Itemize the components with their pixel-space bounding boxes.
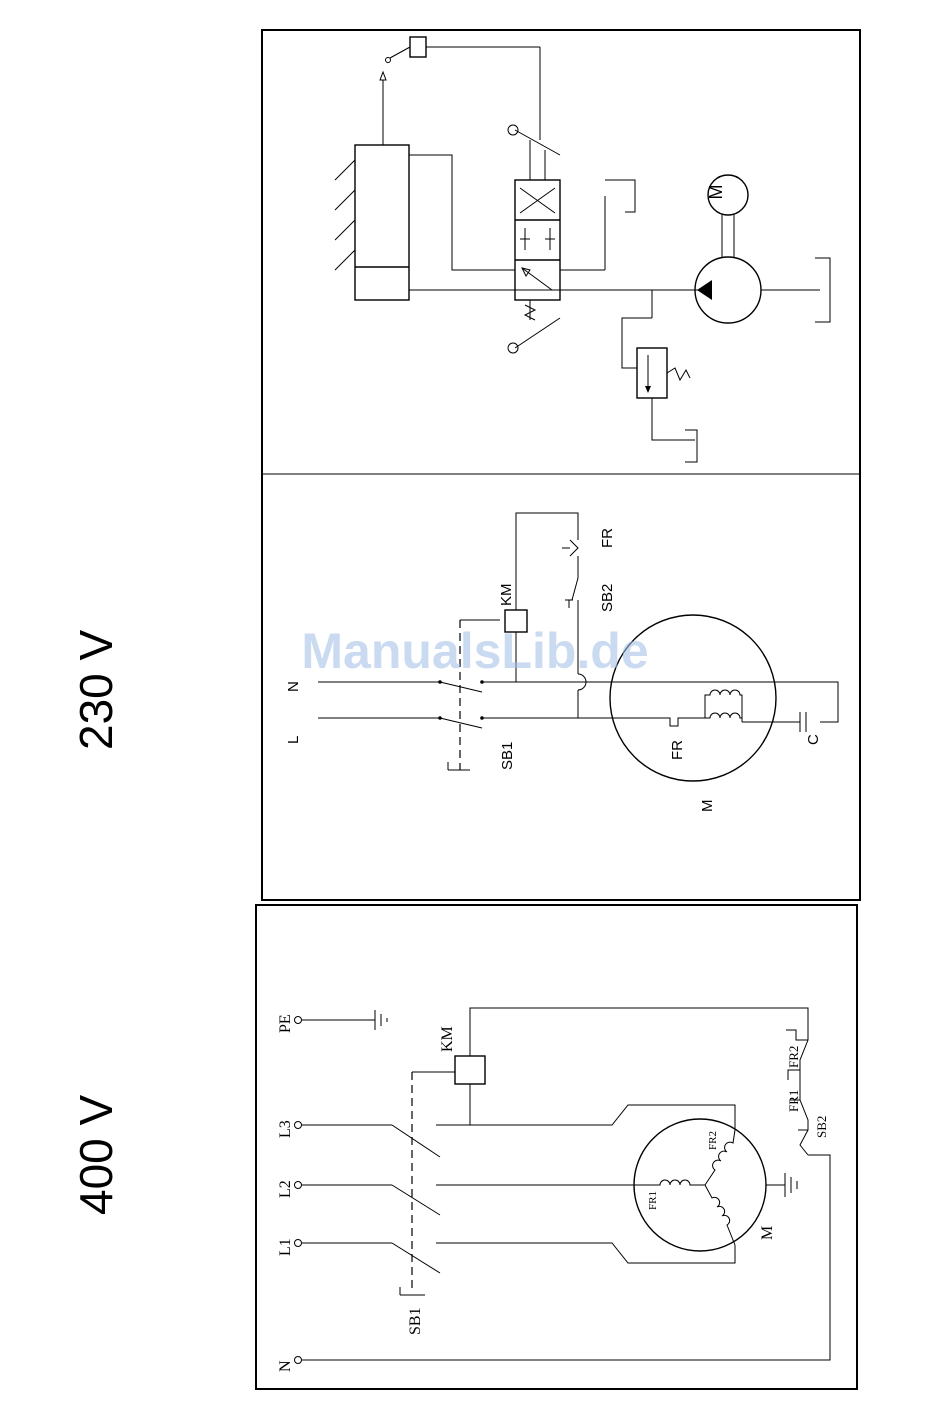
- hydraulic-cylinder: [355, 145, 409, 300]
- label-230-C: C: [805, 734, 822, 745]
- terminal-pe: [295, 1017, 302, 1024]
- terminal-n: [295, 1357, 302, 1364]
- label-230-SB1: SB1: [499, 742, 516, 770]
- valve-lever-top: [508, 125, 518, 135]
- panel-230v-frame: [262, 30, 860, 900]
- label-400-SB2: SB2: [814, 1116, 829, 1138]
- label-400-PE: PE: [277, 1014, 294, 1033]
- label-230-M: M: [699, 800, 716, 813]
- label-230-FR-top: FR: [599, 528, 616, 548]
- voltage-label-400: 400 V: [70, 1094, 122, 1215]
- hydraulic-schematic: M: [335, 37, 830, 462]
- directional-valve: [515, 180, 560, 300]
- label-400-SB1: SB1: [407, 1307, 424, 1335]
- pump-direction-arrow: [697, 280, 712, 300]
- relief-valve: [637, 348, 667, 398]
- label-400-N: N: [277, 1360, 294, 1372]
- hydraulic-motor-label: M: [706, 185, 726, 200]
- label-230-KM: KM: [498, 584, 515, 607]
- label-230-FR-motor: FR: [669, 740, 686, 760]
- label-400-L3: L3: [277, 1120, 294, 1138]
- label-230-L: L: [285, 736, 302, 744]
- panel-400v-frame: [256, 905, 857, 1389]
- label-400-FR1-motor: FR1: [647, 1191, 659, 1210]
- watermark: ManualsLib.de: [301, 623, 648, 679]
- circuit-400v: PE L3 L2 L1 N SB1 KM: [277, 1008, 830, 1372]
- label-400-L1: L1: [277, 1238, 294, 1256]
- label-230-SB2: SB2: [599, 584, 616, 612]
- label-400-L2: L2: [277, 1180, 294, 1198]
- contactor-coil-km-400: [455, 1056, 485, 1084]
- terminal-l2: [295, 1182, 302, 1189]
- label-400-FR2-motor: FR2: [707, 1131, 719, 1150]
- limit-switch: [410, 37, 426, 57]
- label-400-KM: KM: [439, 1026, 456, 1052]
- label-400-FR1: FR1: [786, 1090, 801, 1112]
- voltage-label-230: 230 V: [70, 629, 122, 750]
- terminal-l1: [295, 1240, 302, 1247]
- label-230-N: N: [285, 681, 302, 692]
- label-400-FR2: FR2: [786, 1046, 801, 1068]
- terminal-l3: [295, 1122, 302, 1129]
- label-400-M: M: [759, 1226, 776, 1240]
- valve-lever-bottom: [508, 343, 518, 353]
